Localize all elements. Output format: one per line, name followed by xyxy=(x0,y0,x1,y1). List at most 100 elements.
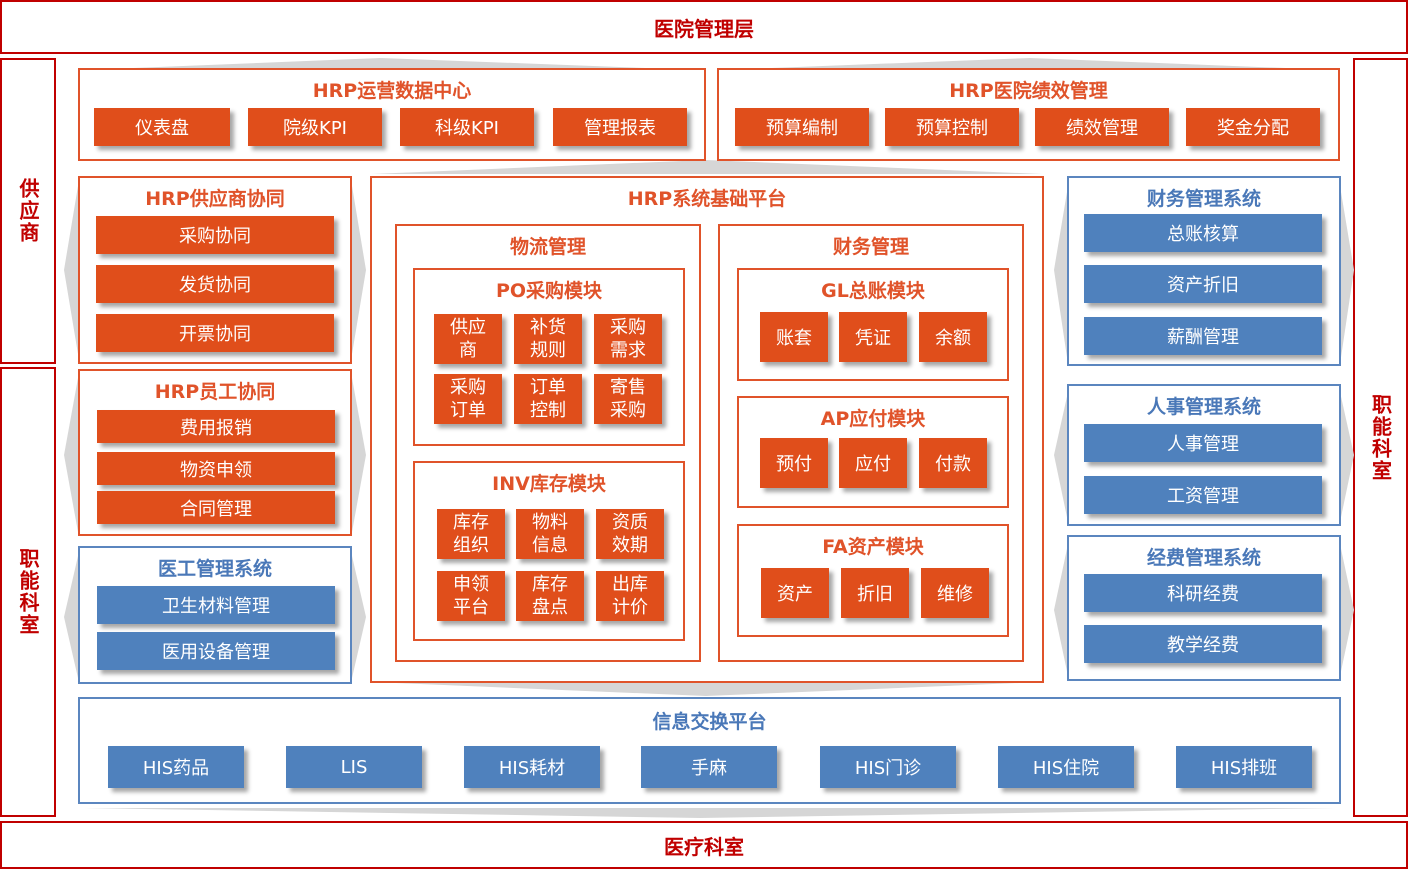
his-drug-box[interactable]: HIS药品 xyxy=(108,746,244,788)
arrow-hr-left xyxy=(1054,392,1068,522)
contract-management-box[interactable]: 合同管理 xyxy=(97,491,335,524)
po-module-panel: PO采购模块 供应 商 补货 规则 采购 需求 采购 订单 订单 控制 寄售 采… xyxy=(413,268,685,446)
arrow-staff-left xyxy=(64,378,78,532)
arrow-staff-right xyxy=(352,378,366,532)
staff-collab-panel: HRP员工协同 费用报销 物资申领 合同管理 xyxy=(78,369,352,536)
anesthesia-box[interactable]: 手麻 xyxy=(641,746,777,788)
info-exchange-panel: 信息交换平台 HIS药品 LIS HIS耗材 手麻 HIS门诊 HIS住院 HI… xyxy=(78,697,1341,804)
gl-module-title: GL总账模块 xyxy=(821,280,925,302)
left-function-dept-label: 职能科室 xyxy=(16,548,40,636)
medical-dept-band: 医疗科室 xyxy=(0,821,1408,869)
arrow-hr-right xyxy=(1340,392,1354,522)
fa-maintenance-box[interactable]: 维修 xyxy=(921,568,989,618)
ap-payment-box[interactable]: 付款 xyxy=(919,438,987,488)
dashboard-box[interactable]: 仪表盘 xyxy=(94,108,230,146)
medical-engineering-panel: 医工管理系统 卫生材料管理 医用设备管理 xyxy=(78,546,352,684)
logistics-panel: 物流管理 PO采购模块 供应 商 补货 规则 采购 需求 采购 订单 订单 控制… xyxy=(395,224,701,662)
budget-planning-box[interactable]: 预算编制 xyxy=(735,108,869,146)
arrow-supplier-left xyxy=(64,186,78,354)
personnel-management-box[interactable]: 人事管理 xyxy=(1084,424,1322,462)
supplier-column: 供应商 xyxy=(0,58,56,364)
wage-management-box[interactable]: 工资管理 xyxy=(1084,476,1322,514)
general-ledger-box[interactable]: 总账核算 xyxy=(1084,214,1322,252)
po-consignment-box[interactable]: 寄售 采购 xyxy=(594,374,662,424)
performance-panel: HRP医院绩效管理 预算编制 预算控制 绩效管理 奖金分配 xyxy=(717,68,1340,161)
finance-system-panel: 财务管理系统 总账核算 资产折旧 薪酬管理 xyxy=(1067,176,1341,366)
inv-module-panel: INV库存模块 库存 组织 物料 信息 资质 效期 申领 平台 库存 盘点 出库… xyxy=(413,461,685,641)
ap-prepay-box[interactable]: 预付 xyxy=(760,438,828,488)
inv-material-info-box[interactable]: 物料 信息 xyxy=(516,509,584,559)
gl-voucher-box[interactable]: 凭证 xyxy=(839,312,907,362)
material-requisition-box[interactable]: 物资申领 xyxy=(97,452,335,485)
his-inpatient-box[interactable]: HIS住院 xyxy=(998,746,1134,788)
gl-balance-box[interactable]: 余额 xyxy=(919,312,987,362)
po-demand-box[interactable]: 采购 需求 xyxy=(594,314,662,364)
inv-requisition-platform-box[interactable]: 申领 平台 xyxy=(437,571,505,621)
hospital-kpi-box[interactable]: 院级KPI xyxy=(248,108,382,146)
medical-dept-label: 医疗科室 xyxy=(664,834,744,859)
info-exchange-title: 信息交换平台 xyxy=(652,711,767,733)
po-order-control-box[interactable]: 订单 控制 xyxy=(514,374,582,424)
hr-system-title: 人事管理系统 xyxy=(1146,396,1261,418)
hospital-management-band: 医院管理层 xyxy=(0,0,1408,54)
expense-reimbursement-box[interactable]: 费用报销 xyxy=(97,410,335,443)
ap-payable-box[interactable]: 应付 xyxy=(839,438,907,488)
platform-panel: HRP系统基础平台 物流管理 PO采购模块 供应 商 补货 规则 采购 需求 采… xyxy=(370,176,1044,683)
budget-control-box[interactable]: 预算控制 xyxy=(885,108,1019,146)
left-function-dept-column: 职能科室 xyxy=(0,367,56,817)
hospital-management-label: 医院管理层 xyxy=(654,16,754,41)
platform-title: HRP系统基础平台 xyxy=(627,188,787,210)
sanitary-material-box[interactable]: 卫生材料管理 xyxy=(97,586,335,624)
po-replenish-rule-box[interactable]: 补货 规则 xyxy=(514,314,582,364)
inv-qualification-box[interactable]: 资质 效期 xyxy=(596,509,664,559)
supplier-label: 供应商 xyxy=(16,178,40,244)
arrow-supplier-right xyxy=(352,186,366,354)
fund-system-title: 经费管理系统 xyxy=(1146,547,1261,569)
fa-module-title: FA资产模块 xyxy=(822,536,924,558)
purchase-collab-box[interactable]: 采购协同 xyxy=(96,216,334,254)
fa-module-panel: FA资产模块 资产 折旧 维修 xyxy=(737,524,1009,637)
inv-outbound-pricing-box[interactable]: 出库 计价 xyxy=(596,571,664,621)
arrow-mediceng-left xyxy=(64,556,78,678)
finance-system-title: 财务管理系统 xyxy=(1146,188,1261,210)
ap-module-title: AP应付模块 xyxy=(820,408,926,430)
medical-engineering-title: 医工管理系统 xyxy=(157,558,272,580)
invoice-collab-box[interactable]: 开票协同 xyxy=(96,314,334,352)
data-center-panel: HRP运营数据中心 仪表盘 院级KPI 科级KPI 管理报表 xyxy=(78,68,706,161)
arrow-mediceng-right xyxy=(352,556,366,678)
research-fund-box[interactable]: 科研经费 xyxy=(1084,574,1322,612)
logistics-title: 物流管理 xyxy=(509,236,586,258)
his-consumables-box[interactable]: HIS耗材 xyxy=(464,746,600,788)
delivery-collab-box[interactable]: 发货协同 xyxy=(96,265,334,303)
management-report-box[interactable]: 管理报表 xyxy=(553,108,687,146)
gl-account-set-box[interactable]: 账套 xyxy=(760,312,828,362)
arrow-fund-left xyxy=(1054,544,1068,676)
lis-box[interactable]: LIS xyxy=(286,746,422,788)
inv-stocktake-box[interactable]: 库存 盘点 xyxy=(516,571,584,621)
arrow-datacenter-top xyxy=(84,58,700,70)
arrow-exchange-bottom xyxy=(84,808,1336,818)
po-module-title: PO采购模块 xyxy=(495,280,603,302)
dept-kpi-box[interactable]: 科级KPI xyxy=(400,108,534,146)
fa-depreciation-box[interactable]: 折旧 xyxy=(841,568,909,618)
po-order-box[interactable]: 采购 订单 xyxy=(434,374,502,424)
asset-depreciation-box[interactable]: 资产折旧 xyxy=(1084,265,1322,303)
po-supplier-box[interactable]: 供应 商 xyxy=(434,314,502,364)
arrow-finance-left xyxy=(1054,186,1068,364)
teaching-fund-box[interactable]: 教学经费 xyxy=(1084,625,1322,663)
his-outpatient-box[interactable]: HIS门诊 xyxy=(820,746,956,788)
arrow-platform-top xyxy=(372,160,1042,174)
inv-org-box[interactable]: 库存 组织 xyxy=(437,509,505,559)
payroll-management-box[interactable]: 薪酬管理 xyxy=(1084,317,1322,355)
supplier-collab-title: HRP供应商协同 xyxy=(145,188,285,210)
finance-panel: 财务管理 GL总账模块 账套 凭证 余额 AP应付模块 预付 应付 付款 FA资… xyxy=(718,224,1024,662)
his-scheduling-box[interactable]: HIS排班 xyxy=(1176,746,1312,788)
performance-title: HRP医院绩效管理 xyxy=(949,80,1108,102)
inv-module-title: INV库存模块 xyxy=(492,473,606,495)
performance-management-box[interactable]: 绩效管理 xyxy=(1035,108,1169,146)
medical-equipment-box[interactable]: 医用设备管理 xyxy=(97,632,335,670)
hr-system-panel: 人事管理系统 人事管理 工资管理 xyxy=(1067,384,1341,526)
fa-asset-box[interactable]: 资产 xyxy=(761,568,829,618)
bonus-allocation-box[interactable]: 奖金分配 xyxy=(1186,108,1320,146)
